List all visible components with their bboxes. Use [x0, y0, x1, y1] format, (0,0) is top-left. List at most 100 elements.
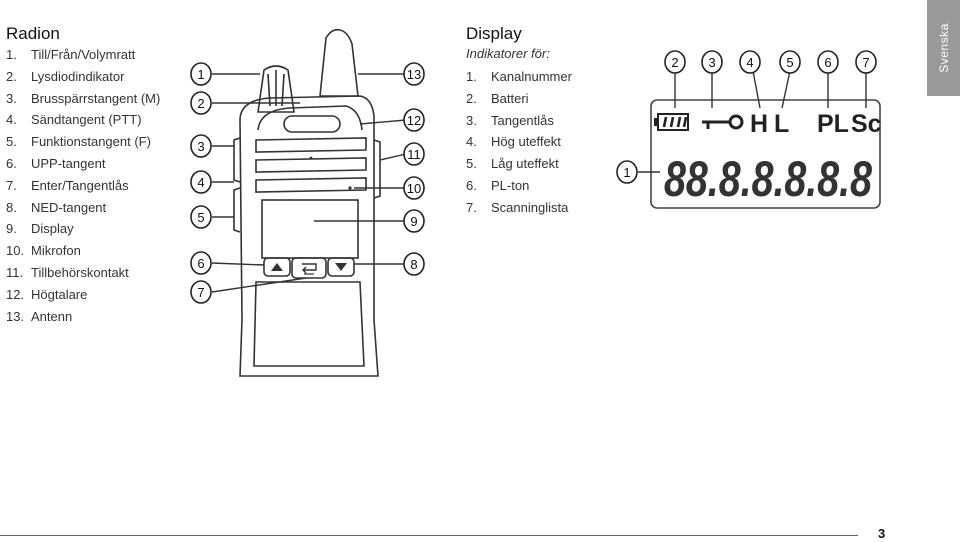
callout-number: 4	[197, 175, 204, 190]
callout-number: 11	[407, 147, 421, 162]
callout-circle	[664, 50, 686, 74]
list-item-number: 13.	[6, 308, 25, 324]
list-item-number: 5.	[466, 156, 477, 172]
display-subtitle: Indikatorer för:	[466, 46, 550, 61]
high-power-indicator: H	[750, 110, 768, 138]
list-item-text: Sändtangent (PTT)	[31, 112, 142, 128]
language-tab: Svenska	[927, 0, 960, 96]
list-item: 3. Brusspärrstangent (M)	[6, 88, 160, 110]
list-item-number: 3.	[466, 112, 477, 128]
callout-number: 12	[407, 113, 421, 128]
low-power-indicator: L	[774, 110, 789, 138]
list-item-number: 4.	[466, 134, 477, 150]
callout-circle	[190, 251, 212, 275]
list-item-number: 11.	[6, 264, 24, 280]
list-item-text: Antenn	[31, 308, 73, 324]
callout-number: 13	[407, 67, 421, 82]
callout-circle	[616, 160, 638, 184]
lcd-frame	[650, 99, 881, 209]
callout-number: 1	[623, 165, 630, 180]
battery-indicator-icon	[654, 113, 689, 131]
footer-rule	[0, 535, 858, 536]
list-item: 4.Sändtangent (PTT)	[6, 109, 160, 131]
list-item-text: Tangentlås	[491, 112, 554, 128]
callout-circle	[403, 108, 425, 132]
list-item: 8. NED-tangent	[6, 197, 160, 219]
list-item: 4. Hög uteffekt	[466, 131, 572, 153]
list-item-number: 8.	[6, 199, 17, 215]
list-item-text: Lysdiodindikator	[31, 68, 125, 84]
callout-circle	[190, 280, 212, 304]
list-item: 9.Display	[6, 218, 160, 240]
callout-number: 1	[197, 67, 204, 82]
list-item-number: 6.	[6, 155, 17, 171]
list-item: 1.Kanalnummer	[466, 66, 572, 88]
callout-circle	[779, 50, 801, 74]
display-section-title: Display	[466, 24, 522, 43]
list-item-text: Funktionstangent (F)	[31, 134, 151, 150]
list-item-number: 3.	[6, 90, 17, 106]
list-item-text: UPP-tangent	[31, 155, 106, 171]
list-item: 2. Lysdiodindikator	[6, 66, 160, 88]
radio-body-shape	[239, 95, 379, 377]
callout-circle	[190, 91, 212, 115]
list-item-text: Högtalare	[31, 286, 88, 302]
list-item-number: 10.	[6, 243, 25, 259]
list-item: 5. Låg uteffekt	[466, 153, 572, 175]
callout-circle	[855, 50, 877, 74]
scan-list-indicator: Sc	[851, 110, 882, 138]
list-item-text: Tillbehörskontakt	[31, 264, 129, 280]
list-item: 7.Enter/Tangentlås	[6, 175, 160, 197]
radio-parts-list: 1. Till/Från/Volymratt 2. Lysdiodindikator 3…	[6, 44, 160, 327]
callout-number: 5	[786, 55, 793, 70]
list-item-text: Display	[31, 221, 74, 237]
list-item-number: 2.	[6, 68, 17, 84]
list-item-number: 7.	[6, 177, 17, 193]
channel-segment-display: 88.8.8.8.8.8	[664, 151, 872, 207]
callout-circle	[190, 134, 212, 158]
callout-number: 10	[407, 181, 421, 196]
list-item: 2.Batteri	[466, 88, 572, 110]
list-item: 5. Funktionstangent (F)	[6, 131, 160, 153]
callout-circle	[190, 205, 212, 229]
list-item-text: Brusspärrstangent (M)	[31, 90, 161, 106]
callout-circle	[403, 252, 425, 276]
callout-number: 7	[862, 55, 869, 70]
list-item-text: Till/Från/Volymratt	[31, 47, 136, 62]
list-item-text: Låg uteffekt	[491, 156, 559, 172]
callout-circle	[739, 50, 761, 74]
callout-circle	[817, 50, 839, 74]
list-item: 7.Scanninglista	[466, 197, 572, 219]
callout-circle	[403, 209, 425, 233]
list-item-text: Hög uteffekt	[491, 134, 561, 150]
callout-number: 2	[671, 55, 678, 70]
list-item: 12. Högtalare	[6, 284, 160, 306]
callout-circle	[190, 170, 212, 194]
callout-number: 2	[197, 96, 204, 111]
callout-circle	[190, 62, 212, 86]
down-key-shape	[327, 257, 355, 277]
callout-circle	[403, 62, 425, 86]
list-item: 11. Tillbehörskontakt	[6, 262, 160, 284]
list-item-text: NED-tangent	[31, 199, 107, 215]
list-item-number: 12.	[6, 286, 25, 302]
list-item-number: 1.	[6, 47, 17, 62]
callout-number: 3	[708, 55, 715, 70]
pl-tone-indicator: PL	[817, 110, 849, 138]
list-item: 6.PL-ton	[466, 175, 572, 197]
list-item-number: 5.	[6, 134, 17, 150]
knob-shape	[257, 65, 295, 113]
list-item: 1. Till/Från/Volymratt	[6, 44, 160, 66]
callout-number: 3	[197, 139, 204, 154]
radio-display-shape	[261, 199, 359, 259]
page-number: 3	[878, 526, 886, 541]
callout-number: 9	[410, 214, 417, 229]
list-item-text: Kanalnummer	[491, 69, 572, 84]
callout-number: 8	[410, 257, 417, 272]
callout-number: 4	[746, 55, 753, 70]
radio-section-title: Radion	[6, 24, 60, 43]
callout-number: 5	[197, 210, 204, 225]
